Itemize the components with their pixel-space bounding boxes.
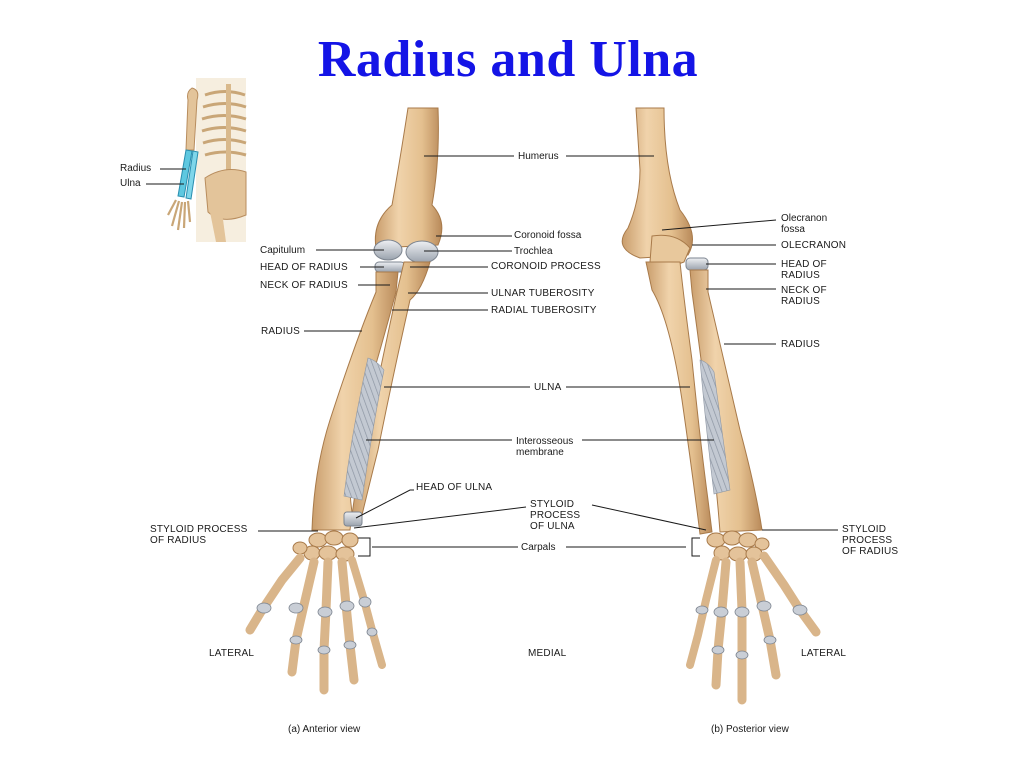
label-radius: RADIUS bbox=[261, 326, 300, 337]
label-medial: MEDIAL bbox=[528, 648, 567, 659]
label-styloid-process-of-radius-posterior: STYLOID PROCESS OF RADIUS bbox=[842, 524, 899, 557]
label-coronoid-fossa: Coronoid fossa bbox=[514, 230, 582, 241]
label-coronoid-process: CORONOID PROCESS bbox=[491, 261, 601, 272]
label-capitulum: Capitulum bbox=[260, 245, 306, 256]
label-head-of-ulna: HEAD OF ULNA bbox=[416, 482, 493, 493]
leader-lines bbox=[258, 155, 838, 557]
label-lateral-posterior: LATERAL bbox=[801, 648, 847, 659]
label-olecranon: OLECRANON bbox=[781, 240, 847, 251]
caption-posterior-view: (b) Posterior view bbox=[711, 724, 789, 735]
label-humerus: Humerus bbox=[518, 151, 559, 162]
label-radius-posterior: RADIUS bbox=[781, 339, 820, 350]
inset-radius-label: Radius bbox=[120, 163, 152, 174]
label-ulnar-tuberosity: ULNAR TUBEROSITY bbox=[491, 288, 595, 299]
label-ulna: ULNA bbox=[534, 382, 562, 393]
label-styloid-process-of-ulna: STYLOID PROCESS OF ULNA bbox=[530, 499, 581, 532]
label-trochlea: Trochlea bbox=[514, 246, 553, 257]
inset-skeleton bbox=[146, 78, 247, 242]
posterior-arm bbox=[621, 107, 821, 705]
slide-title: Radius and Ulna bbox=[317, 31, 699, 88]
label-styloid-process-of-radius-anterior: STYLOID PROCESS OF RADIUS bbox=[150, 524, 248, 546]
label-neck-of-radius: NECK OF RADIUS bbox=[260, 280, 348, 291]
label-head-of-radius-posterior: HEAD OF RADIUS bbox=[781, 259, 827, 281]
label-neck-of-radius-posterior: NECK OF RADIUS bbox=[781, 285, 827, 307]
label-head-of-radius: HEAD OF RADIUS bbox=[260, 262, 348, 273]
anterior-arm bbox=[245, 107, 443, 695]
label-lateral-anterior: LATERAL bbox=[209, 648, 255, 659]
label-olecranon-fossa: Olecranon fossa bbox=[781, 213, 828, 235]
inset-ulna-label: Ulna bbox=[120, 178, 141, 189]
caption-anterior-view: (a) Anterior view bbox=[288, 724, 361, 735]
label-radial-tuberosity: RADIAL TUBEROSITY bbox=[491, 305, 597, 316]
label-carpals: Carpals bbox=[521, 542, 556, 553]
label-interosseous-membrane: Interosseous membrane bbox=[516, 436, 574, 458]
